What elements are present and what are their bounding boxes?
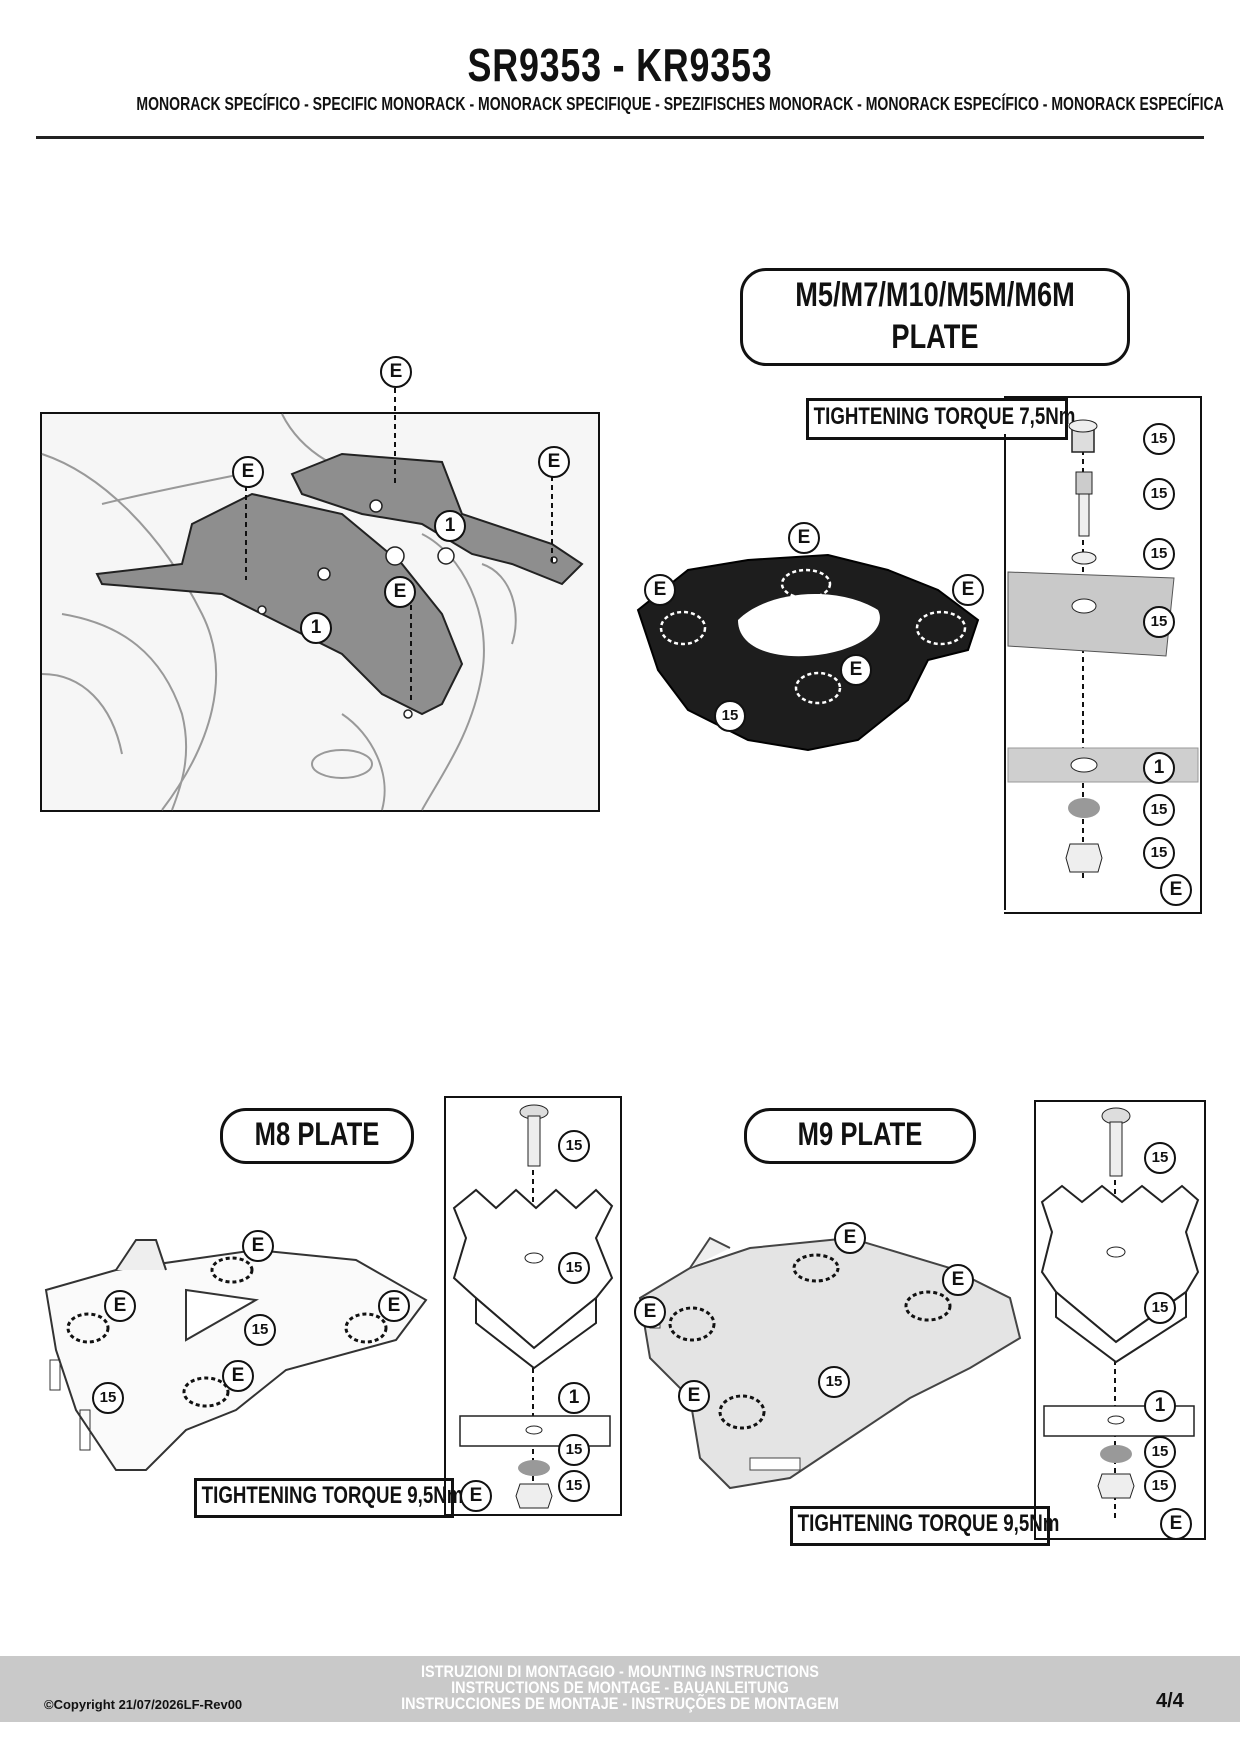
part-15-marker: 15 xyxy=(558,1130,590,1162)
part-1-marker: 1 xyxy=(558,1382,590,1414)
m5-plate-label-line1: M5/M7/M10/M5M/M6M xyxy=(795,276,1075,314)
e-marker: E xyxy=(242,1230,274,1262)
e-marker: E xyxy=(678,1380,710,1412)
page-number: 4/4 xyxy=(1156,1690,1184,1712)
e-marker: E xyxy=(104,1290,136,1322)
e-marker: E xyxy=(460,1480,492,1512)
e-marker: E xyxy=(380,356,412,388)
m5-torque-text: TIGHTENING TORQUE 7,5Nm xyxy=(813,403,1076,430)
e-marker: E xyxy=(538,446,570,478)
part-15-marker: 15 xyxy=(1143,538,1175,570)
part-15-marker: 15 xyxy=(1144,1292,1176,1324)
part-15-marker: 15 xyxy=(1144,1470,1176,1502)
part-15-marker: 15 xyxy=(1143,478,1175,510)
m8-plate-label: M8 PLATE xyxy=(220,1108,414,1164)
m9-stack-drawing xyxy=(1040,1107,1200,1499)
part-15-marker: 15 xyxy=(818,1366,850,1398)
part-1-marker: 1 xyxy=(434,510,466,542)
e-marker: E xyxy=(952,574,984,606)
footer-line-1: ISTRUZIONI DI MONTAGGIO - MOUNTING INSTR… xyxy=(421,1662,819,1681)
document-title: SR9353 - KR9353 xyxy=(467,39,773,91)
m8-hardware-stack xyxy=(444,1096,622,1516)
m9-plate-label-text: M9 PLATE xyxy=(797,1116,923,1152)
m5-stack-border xyxy=(1004,434,1006,910)
copyright-text: ©Copyright 21/07/2026LF-Rev00 xyxy=(44,1697,243,1712)
part-15-marker: 15 xyxy=(92,1382,124,1414)
document-subtitle: MONORACK SPECÍFICO - SPECIFIC MONORACK -… xyxy=(136,94,1224,114)
part-15-marker: 15 xyxy=(558,1470,590,1502)
e-marker: E xyxy=(384,576,416,608)
e-marker: E xyxy=(834,1222,866,1254)
m5-torque-label: TIGHTENING TORQUE 7,5Nm xyxy=(806,398,1075,440)
m5-stack-drawing xyxy=(1007,419,1199,873)
part-15-marker: 15 xyxy=(714,700,746,732)
e-marker: E xyxy=(644,574,676,606)
part-15-marker: 15 xyxy=(1144,1436,1176,1468)
part-15-marker: 15 xyxy=(1143,794,1175,826)
part-1-marker: 1 xyxy=(1143,752,1175,784)
e-marker: E xyxy=(788,522,820,554)
m9-torque-label: TIGHTENING TORQUE 9,5Nm xyxy=(790,1506,1059,1546)
part-15-marker: 15 xyxy=(558,1434,590,1466)
title-divider xyxy=(36,136,1204,139)
m8-torque-text: TIGHTENING TORQUE 9,5Nm xyxy=(201,1482,464,1509)
part-1-marker: 1 xyxy=(1144,1390,1176,1422)
part-15-marker: 15 xyxy=(1143,423,1175,455)
e-marker: E xyxy=(634,1296,666,1328)
m5-plate-drawing xyxy=(636,553,980,752)
m8-torque-label: TIGHTENING TORQUE 9,5Nm xyxy=(194,1478,463,1518)
m5-plate-label-line2: PLATE xyxy=(891,318,979,356)
e-marker: E xyxy=(232,456,264,488)
m9-hardware-stack xyxy=(1034,1100,1206,1540)
part-15-marker: 15 xyxy=(1143,837,1175,869)
e-marker: E xyxy=(840,654,872,686)
part-15-marker: 15 xyxy=(1144,1142,1176,1174)
part-1-marker: 1 xyxy=(300,612,332,644)
m8-stack-drawing xyxy=(452,1104,614,1509)
footer-line-3: INSTRUCCIONES DE MONTAJE - INSTRUÇÕES DE… xyxy=(401,1694,839,1713)
m8-plate-label-text: M8 PLATE xyxy=(254,1116,380,1152)
e-marker: E xyxy=(222,1360,254,1392)
footer-bar xyxy=(0,1656,1240,1722)
rack-mounting-illustration: 1 1 E E xyxy=(40,412,600,812)
m5-hardware-stack xyxy=(1004,396,1202,914)
m9-plate-label: M9 PLATE xyxy=(744,1108,976,1164)
m9-plate-drawing xyxy=(638,1236,1022,1490)
part-15-marker: 15 xyxy=(558,1252,590,1284)
e-marker: E xyxy=(1160,874,1192,906)
footer-line-2: INSTRUCTIONS DE MONTAGE - BAUANLEITUNG xyxy=(451,1678,789,1697)
m5-plate-label: M5/M7/M10/M5M/M6M PLATE xyxy=(740,268,1130,366)
part-15-marker: 15 xyxy=(244,1314,276,1346)
e-marker: E xyxy=(1160,1508,1192,1540)
part-15-marker: 15 xyxy=(1143,606,1175,638)
m9-torque-text: TIGHTENING TORQUE 9,5Nm xyxy=(797,1510,1060,1537)
e-marker: E xyxy=(378,1290,410,1322)
e-marker: E xyxy=(942,1264,974,1296)
